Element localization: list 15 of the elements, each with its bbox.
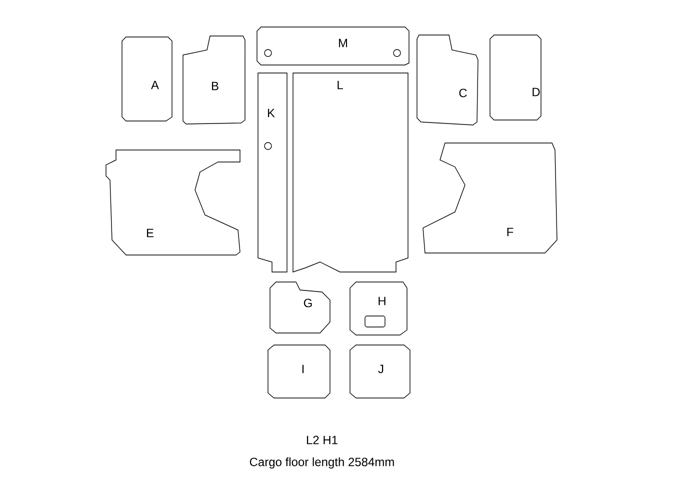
floor-panel: J [350,344,410,398]
floor-panel: C [416,34,478,126]
floor-panel: M [256,26,410,66]
floor-panel: G [270,282,330,334]
caption-text: Cargo floor length 2584mm [250,457,394,469]
floor-panel: F [422,142,558,254]
caption-text: L2 H1 [306,436,338,444]
floor-panel: D [490,34,542,120]
floor-panel: B [182,36,246,124]
floor-panel: A [122,36,172,122]
floor-panel: I [268,344,330,398]
floor-panel: K [258,72,288,272]
floor-panel: H [350,282,408,336]
floor-panel: L [292,72,408,272]
floor-panel: E [106,150,240,256]
